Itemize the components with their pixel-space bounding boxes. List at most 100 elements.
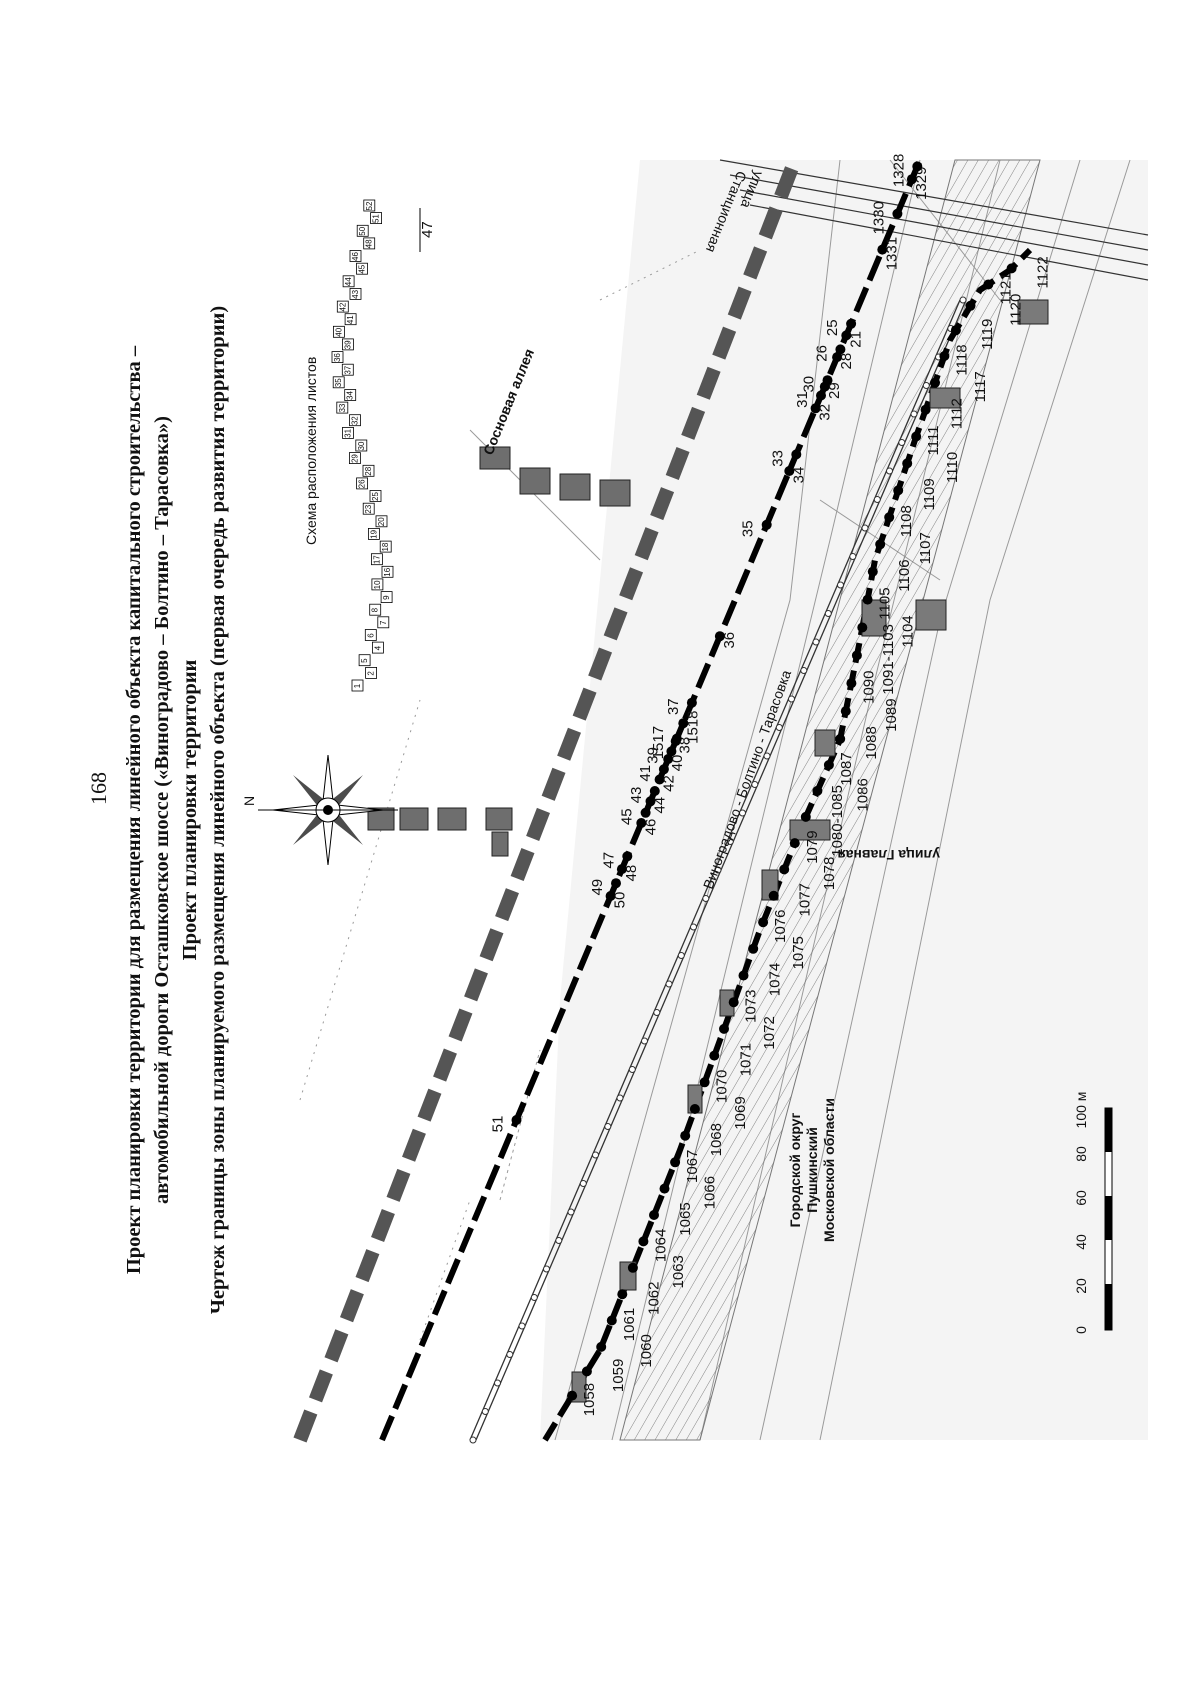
key-plan-current: 47 <box>419 221 436 238</box>
boundary-point <box>800 811 811 822</box>
boundary-point <box>663 754 674 764</box>
rail-tick <box>579 1180 587 1187</box>
boundary-point <box>930 377 940 388</box>
boundary-point-label: 1090 <box>860 671 877 704</box>
boundary-point <box>884 512 895 523</box>
district-line-3: Московской области <box>821 1098 837 1242</box>
boundary-point <box>640 807 651 818</box>
boundary-point <box>659 1183 670 1194</box>
key-plan-sheet-label: 52 <box>365 201 374 210</box>
boundary-point <box>892 208 903 219</box>
rail-tick <box>604 1123 612 1130</box>
rail-tick <box>849 553 857 560</box>
boundary-point-label: 1122 <box>1035 256 1052 288</box>
key-plan-sheet <box>336 401 349 414</box>
boundary-point-label: 29 <box>826 382 843 399</box>
boundary-point <box>596 1341 607 1352</box>
boundary-point-label: 43 <box>628 787 645 804</box>
boundary-point <box>779 864 790 875</box>
rail-tick <box>469 1436 477 1444</box>
rail-tick <box>641 1037 648 1045</box>
boundary-point <box>680 1130 691 1141</box>
key-plan-sheet-label: 46 <box>351 252 360 261</box>
boundary-point <box>761 519 772 530</box>
boundary-point <box>678 718 689 729</box>
boundary-point-label: 25 <box>824 319 841 336</box>
rail-tick <box>555 1237 563 1244</box>
rail-tick <box>616 1094 624 1102</box>
boundary-point-label: 1112 <box>949 398 966 429</box>
boundary-point <box>784 466 795 476</box>
key-plan-sheet-label: 18 <box>381 542 390 551</box>
boundary-point <box>649 1210 659 1220</box>
boundary-point-label: 1072 <box>761 1016 778 1049</box>
boundary-point <box>670 1157 681 1168</box>
key-plan-sheet-label: 5 <box>360 658 369 663</box>
boundary-point-label: 1062 <box>645 1282 662 1315</box>
boundary-point <box>867 566 878 577</box>
key-plan-sheet <box>371 578 384 591</box>
key-plan-sheet-label: 26 <box>358 479 367 488</box>
key-plan-sheet-label: 8 <box>371 607 380 612</box>
north-label: N <box>241 796 257 806</box>
key-plan-sheet <box>356 262 368 275</box>
key-plan-sheet <box>379 540 392 553</box>
boundary-point <box>877 244 888 255</box>
key-plan-sheet <box>367 528 380 540</box>
rail-tick <box>518 1322 526 1330</box>
boundary-point <box>846 318 857 329</box>
boundary-point <box>719 1023 729 1034</box>
rail-tick <box>494 1379 501 1387</box>
boundary-point-label: 26 <box>813 345 830 362</box>
key-plan-sheet <box>332 376 345 389</box>
outer-boundary-left <box>293 157 802 1443</box>
rail-tick <box>812 638 820 646</box>
boundary-point <box>699 1077 710 1088</box>
boundary-point-label: 49 <box>589 879 606 896</box>
boundary-point <box>906 174 917 185</box>
boundary-point <box>649 786 660 796</box>
key-plan-sheet <box>365 667 378 679</box>
boundary-point-label: 1330 <box>870 201 887 234</box>
boundary-point-label: 1065 <box>677 1202 694 1235</box>
key-plan-sheet <box>363 237 376 250</box>
key-plan-sheet-label: 34 <box>346 391 355 400</box>
boundary-point <box>791 449 802 460</box>
boundary-point-label: 34 <box>790 467 807 484</box>
key-plan-sheet <box>370 212 383 225</box>
street-label-glavnaya: улица Главная <box>838 847 941 863</box>
boundary-point <box>758 917 769 928</box>
boundary-point-label: 1086 <box>854 778 871 811</box>
key-plan-sheet-label: 40 <box>334 327 343 336</box>
boundary-point <box>768 890 779 901</box>
key-plan-sheet-label: 39 <box>343 340 352 349</box>
boundary-point-label: 1119 <box>979 319 996 350</box>
boundary-point <box>816 390 826 401</box>
boundary-point-label: 32 <box>817 404 834 421</box>
boundary-point-label: 31 <box>794 391 811 408</box>
boundary-point <box>835 733 846 744</box>
key-plan-sheet <box>377 616 390 629</box>
boundary-point-label: 1067 <box>684 1150 701 1183</box>
rail-tick <box>800 667 808 674</box>
key-plan-sheet <box>358 654 371 667</box>
key-plan-sheet <box>381 565 394 578</box>
boundary-point <box>857 622 868 633</box>
key-plan-sheet <box>332 325 345 338</box>
boundary-point-label: 1518 <box>684 711 701 744</box>
boundary-point-label: 44 <box>652 797 669 814</box>
scale-label: 100 м <box>1073 1092 1089 1129</box>
cross-street-buildings <box>367 446 631 857</box>
boundary-point <box>636 818 647 828</box>
key-plan-sheet <box>331 351 344 364</box>
boundary-point <box>617 1289 628 1300</box>
boundary-point-label: 1066 <box>702 1176 719 1209</box>
boundary-point-label: 1069 <box>732 1096 749 1129</box>
boundary-point <box>789 838 800 849</box>
boundary-point-label: 1063 <box>670 1255 687 1288</box>
boundary-point-label: 30 <box>801 376 818 393</box>
boundary-point-label: 1059 <box>610 1359 627 1392</box>
boundary-point <box>939 351 950 361</box>
key-plan-sheet-label: 32 <box>351 416 360 425</box>
